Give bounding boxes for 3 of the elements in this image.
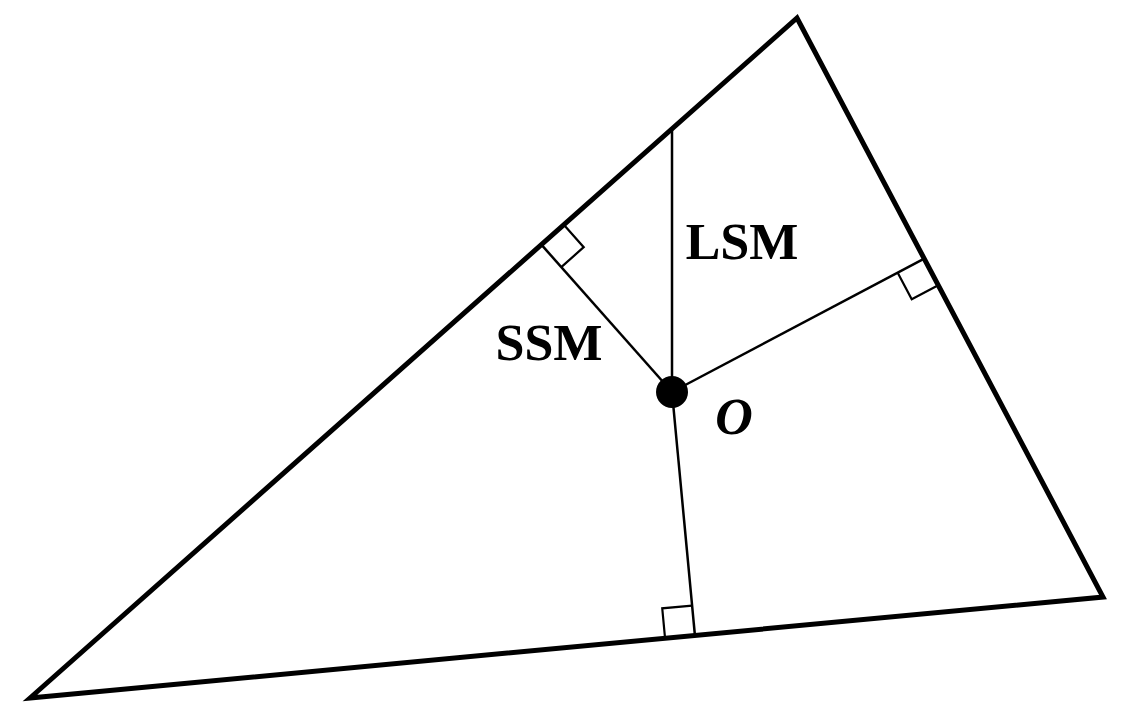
point-label: LSM [686, 224, 797, 260]
point-label: SSM [498, 325, 601, 361]
point-label: O [717, 399, 752, 435]
